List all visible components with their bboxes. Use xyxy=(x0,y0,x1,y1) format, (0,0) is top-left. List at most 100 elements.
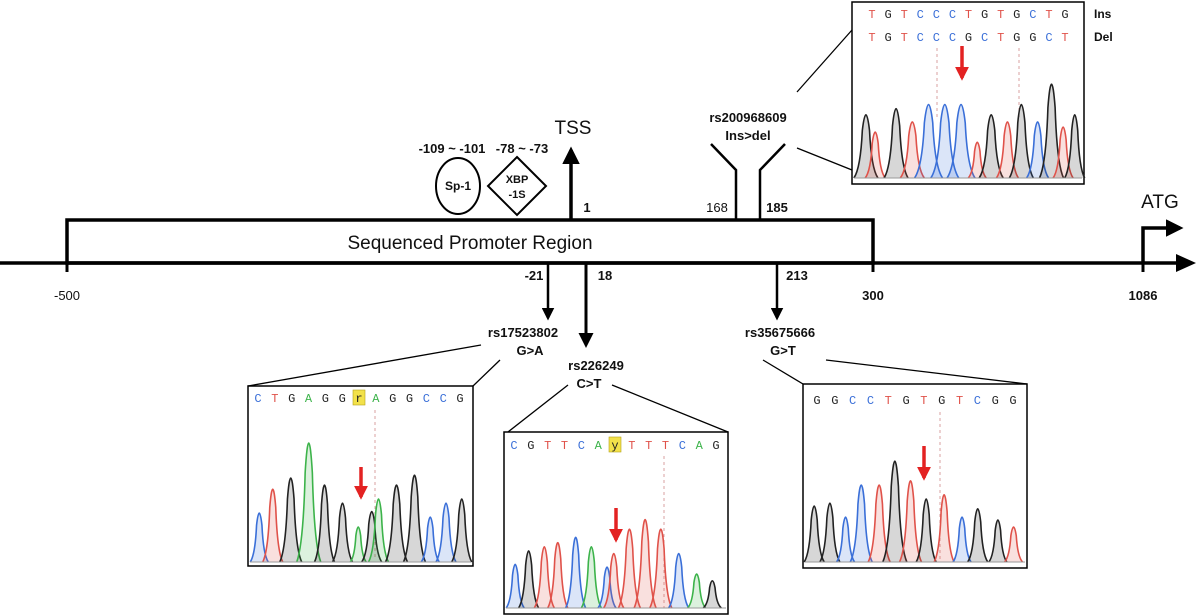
v1-base: C xyxy=(254,392,261,406)
indel-row2-base: C xyxy=(981,31,988,45)
indel-left-bracket xyxy=(710,143,738,220)
v3-base: T xyxy=(956,394,963,408)
v1-peak xyxy=(262,488,284,563)
v1-peak xyxy=(435,502,457,563)
v1-peak xyxy=(451,498,473,563)
indel-row2-base: G xyxy=(1013,31,1020,45)
v3-base: C xyxy=(974,394,981,408)
v1-base: G xyxy=(288,392,295,406)
v3-peak xyxy=(867,484,891,563)
v1-peak xyxy=(313,484,336,563)
v2-base: T xyxy=(628,439,635,453)
indel-row1-base: T xyxy=(965,8,972,22)
v2-base: T xyxy=(662,439,669,453)
indel-row1-base: C xyxy=(1029,8,1036,22)
v2-peak xyxy=(597,566,617,609)
v1-base: A xyxy=(372,392,380,406)
v3-peak xyxy=(803,505,825,563)
v1-peak xyxy=(384,484,409,563)
v2-base: G xyxy=(527,439,534,453)
v3-peak xyxy=(849,484,873,563)
sp1-site xyxy=(435,157,481,215)
v2-base: T xyxy=(561,439,568,453)
indel-peak xyxy=(883,107,909,179)
v3-peak xyxy=(898,480,923,563)
v3-peak xyxy=(1003,526,1024,563)
v3-peak xyxy=(933,493,955,563)
v2-base: T xyxy=(645,439,652,453)
v3-base: T xyxy=(885,394,892,408)
indel-row2-label: Del xyxy=(1094,30,1113,44)
indel-row1-label: Ins xyxy=(1094,7,1112,21)
v1-base: C xyxy=(440,392,447,406)
indel-row1-base: T xyxy=(1045,8,1052,22)
indel-row2-base: G xyxy=(965,31,972,45)
indel-peak xyxy=(1038,83,1065,179)
v2-peak xyxy=(633,518,657,609)
callout-indel-1 xyxy=(796,29,853,93)
v1-peak xyxy=(367,498,390,563)
indel-row2-base: C xyxy=(917,31,924,45)
v2-peak xyxy=(580,546,603,609)
v1-peak xyxy=(349,526,367,563)
v2-peak xyxy=(505,563,525,609)
v3-base: C xyxy=(849,394,856,408)
pos-end-label: 300 xyxy=(862,288,884,303)
v3-change: G>T xyxy=(770,343,796,358)
v1-base: A xyxy=(305,392,313,406)
indel-row2-base: C xyxy=(1045,31,1052,45)
v2-base: T xyxy=(544,439,551,453)
v2-base: A xyxy=(696,439,704,453)
v3-base: G xyxy=(992,394,999,408)
v1-peak xyxy=(402,474,427,563)
v1-base: C xyxy=(423,392,430,406)
indel-peak xyxy=(946,103,976,179)
indel-row1-base: G xyxy=(884,8,891,22)
indel-peak xyxy=(978,113,1004,179)
v1-highlight xyxy=(352,389,366,406)
v1-peak xyxy=(249,512,269,563)
sp1-range: -109 ~ -101 xyxy=(419,141,486,156)
indel-row1-base: G xyxy=(1013,8,1020,22)
v3-base: G xyxy=(831,394,838,408)
indel-row1-base: T xyxy=(868,8,875,22)
v1-base: r xyxy=(355,392,362,406)
v3-peak xyxy=(882,460,908,563)
v2-peak xyxy=(702,580,722,609)
indel-pos-b: 185 xyxy=(766,200,788,215)
callout-v3-2 xyxy=(825,359,1028,385)
indel-row2-base: T xyxy=(997,31,1004,45)
v2-pos: 18 xyxy=(598,268,612,283)
indel-id: rs200968609 xyxy=(709,110,786,125)
indel-row2-base: T xyxy=(868,31,875,45)
indel-row2-base: C xyxy=(933,31,940,45)
v3-peak xyxy=(835,516,856,563)
callout-v1-1 xyxy=(247,344,482,387)
v2-base: G xyxy=(712,439,719,453)
v3-peak xyxy=(952,516,972,563)
v1-base: T xyxy=(271,392,278,406)
v2-peak xyxy=(564,536,587,609)
v2-peak xyxy=(533,546,556,609)
callout-v2-2 xyxy=(611,384,729,433)
indel-peak xyxy=(913,103,944,179)
sp1-label: Sp-1 xyxy=(445,179,471,193)
genomic-axis-arrowhead xyxy=(1176,254,1196,272)
indel-row2-base: T xyxy=(901,31,908,45)
v3-peak xyxy=(819,502,841,563)
v1-base: G xyxy=(389,392,396,406)
callout-v2-1 xyxy=(507,384,569,433)
v1-peak xyxy=(331,502,354,563)
v2-peak xyxy=(687,573,707,609)
indel-row2-base: T xyxy=(1061,31,1068,45)
indel-row1-base: T xyxy=(997,8,1004,22)
indel-peak xyxy=(899,121,925,179)
v2-base: C xyxy=(679,439,686,453)
indel-pos-a: 168 xyxy=(706,200,728,215)
v1-base: G xyxy=(322,392,329,406)
region-label: Sequenced Promoter Region xyxy=(347,233,592,254)
v2-peak xyxy=(517,550,540,609)
